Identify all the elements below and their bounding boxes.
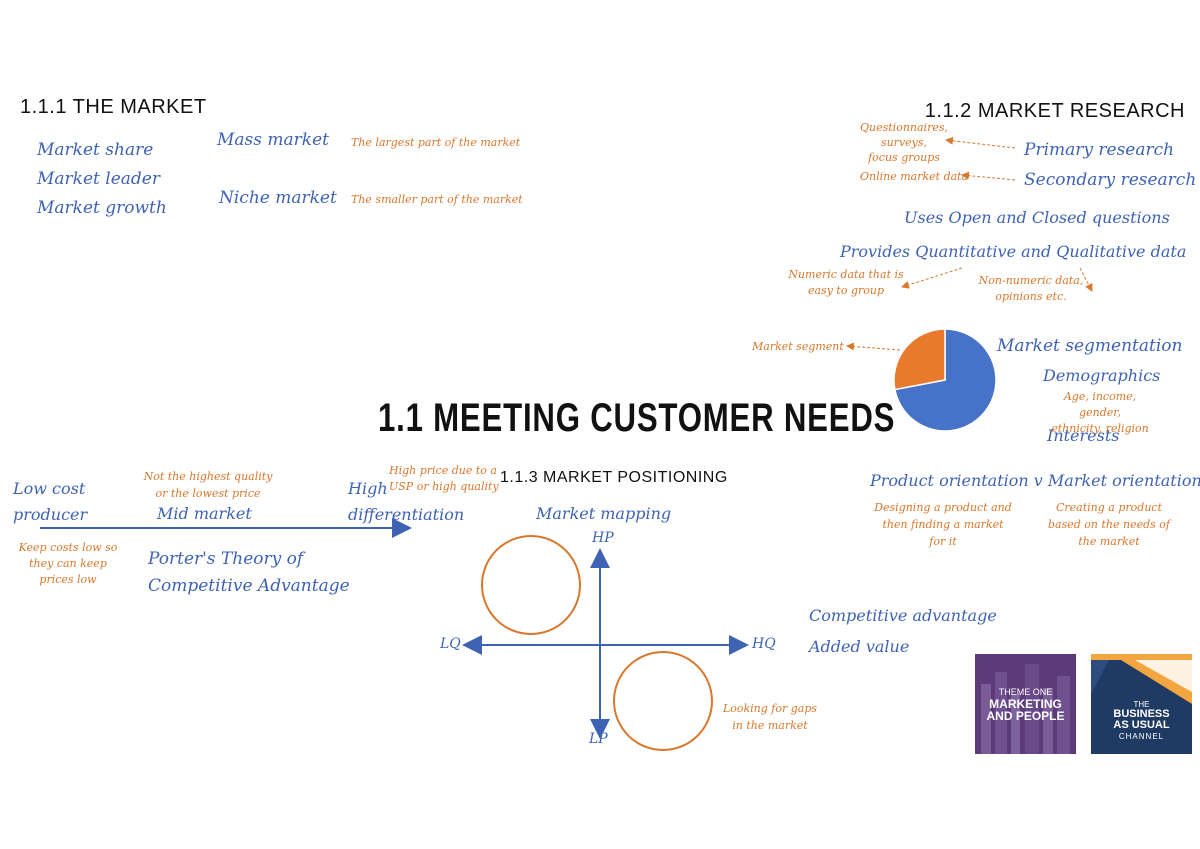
map-circle-upper [481, 535, 581, 635]
competitive-advantage: Competitive advantage [809, 606, 997, 625]
product-orientation-note: Designing a product and then finding a m… [874, 501, 1012, 548]
demographics-note: Age, income, gender, ethnicity, religion [1051, 390, 1149, 435]
primary-research-label: Primary research [1024, 140, 1175, 160]
market-term-leader: Market leader [37, 169, 160, 189]
high-differentiation-note: High price due to a USP or high quality [389, 464, 499, 493]
mid-market-note: Not the highest quality or the lowest pr… [143, 470, 273, 500]
map-label-hp: HP [592, 530, 614, 546]
market-term-growth: Market growth [37, 198, 167, 218]
map-label-lq: LQ [440, 636, 461, 652]
channel-bottom-line: CHANNEL [1118, 732, 1165, 741]
secondary-research-label: Secondary research [1024, 170, 1197, 190]
porter-theory: Porter's Theory of Competitive Advantage [148, 549, 350, 596]
primary-research-note: Questionnaires, surveys, focus groups [860, 121, 948, 164]
low-cost-note: Keep costs low so they can keep prices l… [18, 541, 118, 586]
gaps-note: Looking for gaps in the market [722, 702, 818, 732]
channel-emblem-icon [1091, 654, 1192, 704]
channel-name: BUSINESS AS USUAL [1113, 708, 1170, 731]
positioning-heading: 1.1.3 MARKET POSITIONING [500, 469, 728, 486]
map-circle-lower [613, 651, 713, 751]
city-skyline-icon [981, 664, 1070, 754]
niche-market-note: The smaller part of the market [351, 193, 523, 206]
orientation-title: Product orientation v Market orientation [870, 471, 1200, 490]
pie-slice-1 [893, 328, 946, 391]
qualitative-note: Non-numeric data, opinions etc. [978, 274, 1084, 303]
niche-market-label: Niche market [219, 188, 337, 208]
market-term-share: Market share [37, 140, 154, 160]
interests-label: Interests [1047, 426, 1120, 445]
arrow-quantitative [901, 267, 963, 289]
market-mapping-label: Market mapping [536, 504, 672, 523]
business-as-usual-logo: THE BUSINESS AS USUAL CHANNEL [1091, 654, 1192, 754]
market-orientation-note: Creating a product based on the needs of… [1048, 501, 1170, 548]
secondary-research-note: Online market data [860, 170, 969, 183]
market-segment-note: Market segment [752, 340, 844, 353]
arrow-segment [846, 342, 901, 351]
mass-market-note: The largest part of the market [351, 136, 521, 149]
research-heading: 1.1.2 MARKET RESEARCH [924, 100, 1185, 122]
high-differentiation: High differentiation [348, 479, 465, 524]
market-heading: 1.1.1 THE MARKET [20, 96, 207, 118]
quant-qual-data: Provides Quantitative and Qualitative da… [840, 242, 1187, 261]
arrow-secondary [961, 171, 1016, 181]
main-title: 1.1 MEETING CUSTOMER NEEDS [378, 396, 896, 440]
map-label-hq: HQ [752, 636, 776, 652]
theme-one-logo: THEME ONE MARKETING AND PEOPLE [975, 654, 1076, 754]
segmentation-pie [893, 328, 997, 432]
quantitative-note: Numeric data that is easy to group [788, 268, 904, 297]
mid-market-label: Mid market [157, 504, 252, 523]
demographics-label: Demographics [1043, 366, 1161, 385]
mass-market-label: Mass market [217, 130, 329, 150]
arrow-primary [945, 136, 1016, 149]
added-value: Added value [809, 637, 910, 656]
arrow-qualitative [1079, 267, 1093, 292]
map-label-lp: LP [589, 731, 608, 747]
open-closed-questions: Uses Open and Closed questions [904, 208, 1170, 227]
theme-one-line: THEME ONE [998, 687, 1053, 697]
theme-one-title: MARKETING AND PEOPLE [986, 697, 1065, 723]
channel-top-line: THE [1133, 700, 1150, 709]
segmentation-title: Market segmentation [997, 336, 1183, 356]
low-cost-producer: Low cost producer [13, 479, 88, 524]
